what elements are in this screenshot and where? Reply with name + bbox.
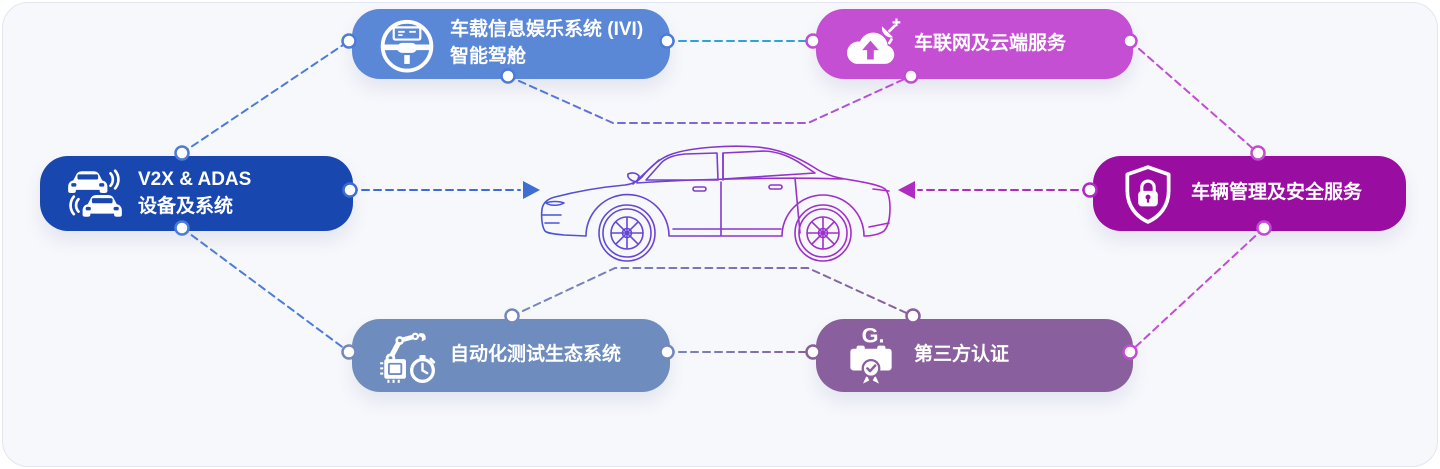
node-automated-testing: 自动化测试生态系统 (352, 319, 670, 392)
node-label-line1: V2X & ADAS (138, 168, 252, 190)
node-label-line1: 自动化测试生态系统 (450, 344, 622, 366)
node-ivi-smart-cockpit: 车载信息娱乐系统 (IVI) 智能驾舱 (352, 9, 670, 79)
node-third-party-certification: G. 第三方认证 (816, 319, 1133, 392)
certification-badge-icon: G. (840, 325, 902, 387)
node-label: 车辆管理及安全服务 (1093, 180, 1376, 207)
node-label: 第三方认证 (816, 342, 1023, 369)
shield-lock-icon (1117, 163, 1179, 225)
node-label: 车载信息娱乐系统 (IVI) 智能驾舱 (352, 17, 657, 70)
node-label-line1: 第三方认证 (914, 344, 1010, 366)
cloud-upload-satellite-icon (840, 13, 902, 75)
steering-wheel-cockpit-icon (376, 13, 438, 75)
node-label-line2: 智能驾舱 (450, 46, 527, 67)
node-label-line1: 车联网及云端服务 (914, 32, 1067, 54)
robot-arm-stopwatch-icon (376, 325, 438, 387)
svg-text:G.: G. (862, 325, 885, 348)
node-label: V2X & ADAS 设备及系统 (40, 167, 265, 220)
node-vehicle-security: 车辆管理及安全服务 (1093, 156, 1406, 231)
node-v2x-adas: V2X & ADAS 设备及系统 (40, 156, 353, 231)
node-label: 自动化测试生态系统 (352, 342, 635, 369)
node-label: 车联网及云端服务 (816, 31, 1080, 58)
v2x-connected-cars-icon (64, 163, 126, 225)
node-label-line1: 车辆管理及安全服务 (1191, 182, 1363, 204)
node-label-line2: 设备及系统 (138, 195, 234, 217)
node-label-line1: 车载信息娱乐系统 (IVI) (450, 19, 644, 41)
node-connected-cloud: 车联网及云端服务 (816, 9, 1133, 79)
